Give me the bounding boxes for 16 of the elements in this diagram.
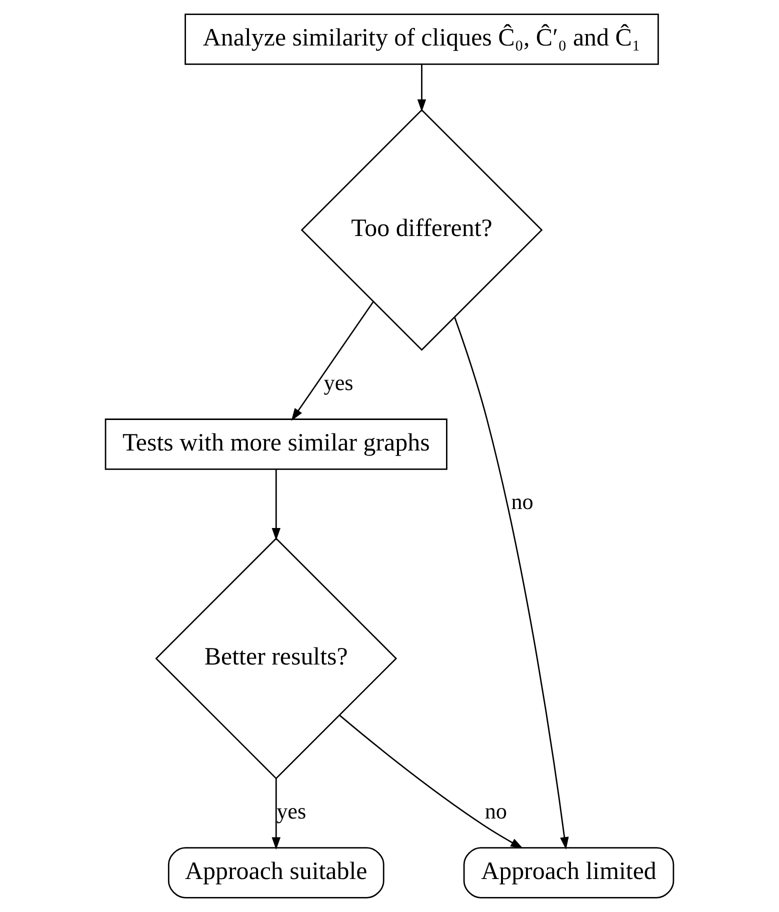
node-diamond: Better results? — [155, 538, 398, 780]
edge-label: yes — [276, 798, 306, 824]
arrow — [454, 317, 569, 850]
edge-label: yes — [324, 370, 354, 395]
node-box: Analyze similarity of cliques Ĉ₀, Ĉ′₀ and Ĉ₁ — [184, 14, 659, 65]
node-box: Approach suitable — [168, 847, 384, 898]
edge-label: no — [511, 489, 534, 514]
node-box: Tests with more similar graphs — [104, 418, 448, 470]
node-box: Approach limited — [463, 847, 674, 898]
edge-label: no — [484, 798, 508, 824]
arrow — [339, 714, 524, 849]
node-diamond: Too different? — [300, 109, 543, 351]
arrow — [291, 301, 374, 421]
arrow — [272, 469, 280, 541]
arrow — [272, 778, 280, 850]
arrow — [417, 64, 426, 112]
